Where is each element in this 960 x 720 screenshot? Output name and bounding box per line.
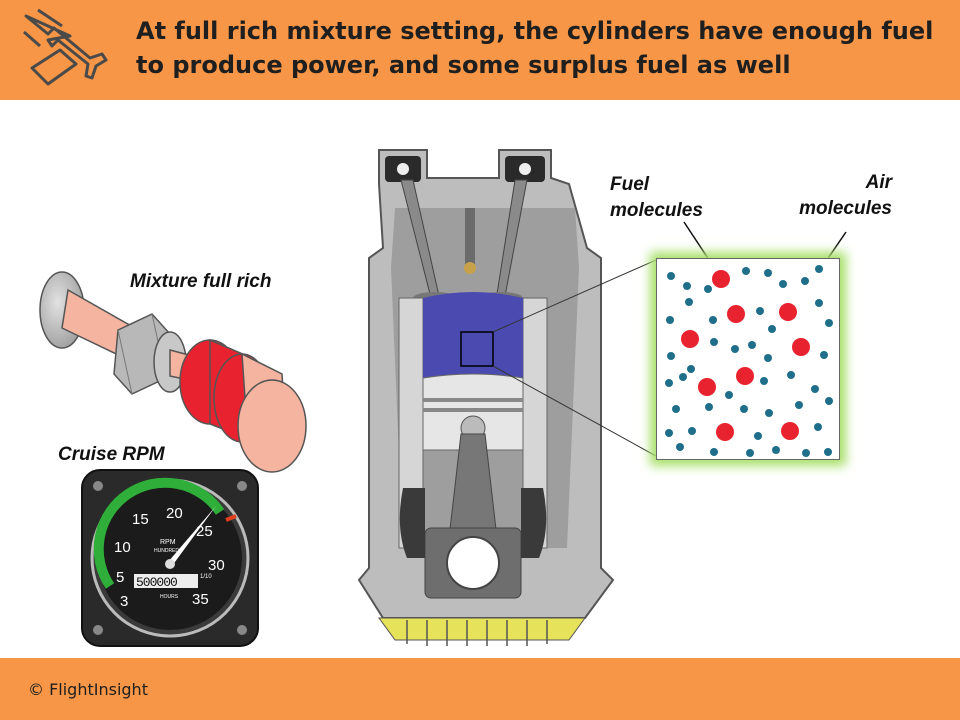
copyright-text: © FlightInsight <box>28 680 148 699</box>
tach-hours-label: HOURS <box>160 594 179 600</box>
tach-rpm-label: RPM <box>160 539 176 546</box>
mixture-label: Mixture full rich <box>130 271 272 292</box>
tach-hour-counter: 500000 <box>136 575 177 590</box>
tach-scale-30: 30 <box>208 557 225 574</box>
tach-needle <box>168 506 216 566</box>
tach-scale-10: 10 <box>114 539 131 556</box>
tach-scale-35: 35 <box>192 591 209 608</box>
mixture-knob-illustration <box>39 271 307 473</box>
molecule-field <box>665 265 833 457</box>
engine-cylinder-diagram <box>357 149 615 646</box>
molecule-zoom-box <box>656 258 840 460</box>
airplane-icon <box>23 8 108 86</box>
fuel-molecules <box>681 270 810 441</box>
cruise-rpm-label: Cruise RPM <box>58 444 165 465</box>
tach-hundreds-label: HUNDREDS <box>154 548 183 554</box>
tachometer-gauge: 3 5 10 15 20 25 30 35 RPM HUNDREDS 50000… <box>81 469 259 647</box>
air-molecules <box>665 265 833 457</box>
tach-scale-5: 5 <box>116 569 124 586</box>
tach-scale-15: 15 <box>132 511 149 528</box>
footer-bar: © FlightInsight <box>0 658 960 720</box>
zoom-region-marker <box>460 331 494 367</box>
page-title: At full rich mixture setting, the cylind… <box>136 17 934 79</box>
air-molecules-label: Air molecules <box>799 172 892 219</box>
tach-scale-20: 20 <box>166 505 183 522</box>
header-bar: At full rich mixture setting, the cylind… <box>0 0 960 100</box>
tach-tenths-label: 1/10 <box>200 574 212 580</box>
fuel-molecules-label: Fuel molecules <box>610 174 703 221</box>
combustion-chamber <box>423 292 523 378</box>
tach-scale-3: 3 <box>120 593 128 610</box>
